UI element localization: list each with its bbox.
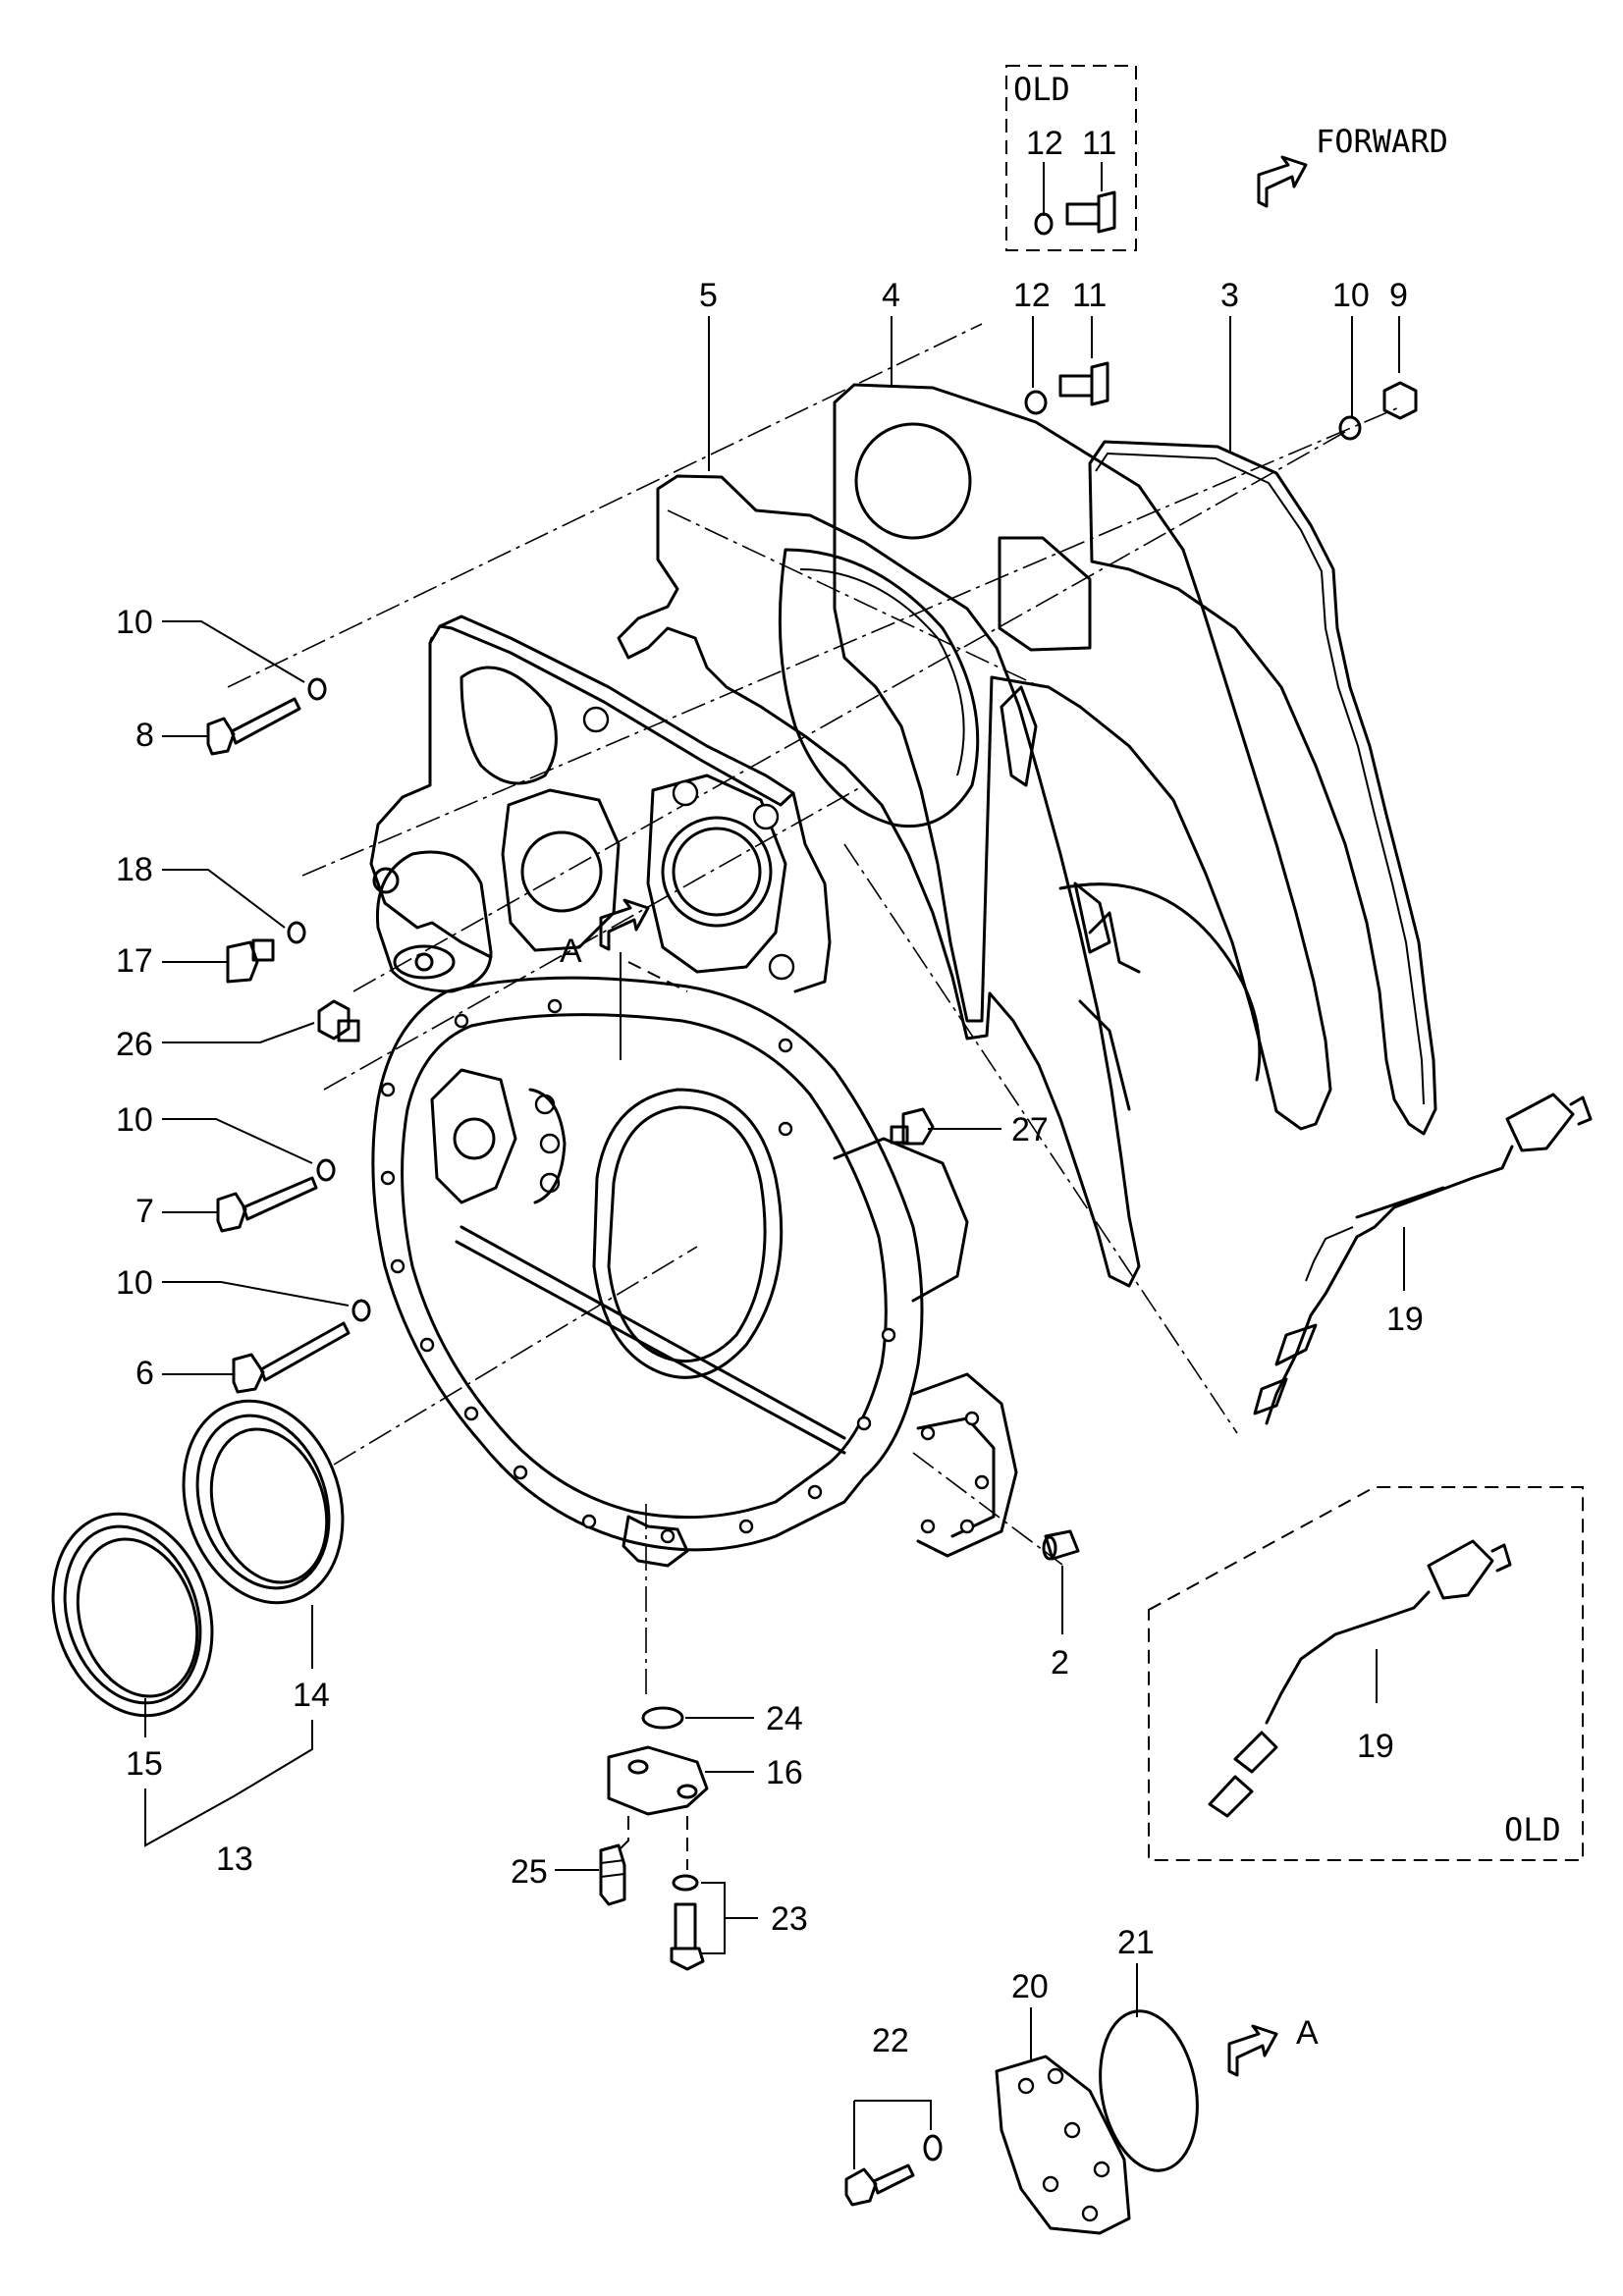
harness-19-old: [1208, 1539, 1512, 1818]
washer-10-b: [316, 1158, 336, 1182]
flywheel-housing-1: [369, 614, 1018, 1568]
callout-7: 7: [135, 1193, 154, 1230]
washer-12: [1024, 390, 1048, 415]
callout-10-c: 10: [116, 1264, 153, 1302]
callout-27: 27: [1011, 1111, 1049, 1148]
callout-11: 11: [1072, 277, 1107, 314]
callout-10-a: 10: [116, 604, 153, 641]
cover-16: [607, 1745, 709, 1816]
bolt-11: [1058, 361, 1109, 406]
callout-25: 25: [511, 1853, 548, 1891]
callout-12-old: 12: [1026, 125, 1063, 162]
bolt-22: [844, 2163, 915, 2207]
gasket-3: [1088, 440, 1437, 1136]
callout-18: 18: [116, 851, 153, 888]
callout-19-old: 19: [1357, 1728, 1394, 1765]
old-right-box: OLD 19: [1148, 1486, 1584, 1861]
callout-24: 24: [766, 1700, 803, 1737]
seal-14: [182, 1399, 345, 1605]
callout-3: 3: [1220, 277, 1239, 314]
bolt-8: [206, 697, 301, 756]
cover-20: [995, 2055, 1131, 2235]
o-ring-21: [1099, 2009, 1199, 2172]
washer-22: [923, 2134, 943, 2162]
washer-10-top: [1338, 415, 1362, 441]
callout-21: 21: [1117, 1924, 1155, 1961]
view-arrow-icon: [599, 898, 650, 951]
callout-20: 20: [1011, 1968, 1049, 2005]
nut-9: [1382, 381, 1418, 420]
washer-18: [287, 921, 306, 944]
view-a-label: A: [560, 933, 582, 970]
callout-19: 19: [1386, 1301, 1424, 1338]
plug-25: [599, 1843, 626, 1906]
o-ring-24: [641, 1706, 684, 1730]
bolt-6: [232, 1321, 351, 1394]
dowel-pin-2: [1042, 1529, 1080, 1561]
old-top-box: OLD 12 11: [1005, 65, 1137, 251]
callout-23: 23: [771, 1900, 808, 1938]
plug-26: [317, 999, 360, 1042]
old-top-label: OLD: [1013, 71, 1070, 108]
bolt-11-old: [1065, 190, 1116, 234]
bolt-7: [216, 1176, 318, 1233]
callout-15: 15: [126, 1745, 163, 1783]
plug-27: [890, 1107, 935, 1146]
callout-6: 6: [135, 1355, 154, 1392]
callout-8: 8: [135, 717, 154, 754]
plug-17: [226, 938, 275, 984]
view-arrow-icon-ref: [1227, 2024, 1278, 2077]
harness-19: [1253, 1093, 1593, 1425]
forward-label: FORWARD: [1316, 123, 1448, 160]
callout-2: 2: [1051, 1644, 1069, 1682]
callout-22: 22: [872, 2022, 909, 2059]
forward-indicator: FORWARD: [1257, 123, 1448, 208]
callout-9: 9: [1389, 277, 1408, 314]
callout-13: 13: [216, 1841, 253, 1878]
callout-5: 5: [699, 277, 718, 314]
gasket-5: [617, 474, 1141, 1288]
washer-23: [672, 1874, 699, 1892]
callout-14: 14: [293, 1677, 330, 1714]
callout-4: 4: [882, 277, 900, 314]
washer-10-c: [352, 1299, 371, 1322]
callout-10-top: 10: [1332, 277, 1370, 314]
callout-11-old: 11: [1082, 125, 1116, 162]
washer-10-a: [307, 677, 327, 701]
callout-16: 16: [766, 1754, 803, 1791]
callout-17: 17: [116, 942, 153, 980]
view-a-ref-label: A: [1296, 2014, 1319, 2052]
callout-26: 26: [116, 1026, 153, 1063]
seal-15: [51, 1512, 214, 1718]
callout-12: 12: [1013, 277, 1051, 314]
forward-arrow-icon: [1257, 155, 1308, 208]
washer-12-old: [1034, 212, 1054, 236]
callout-10-b: 10: [116, 1101, 153, 1139]
old-right-label: OLD: [1504, 1811, 1561, 1848]
callout-group-left: 10 8 18 17 26 10 7: [116, 604, 371, 1394]
bolt-23: [670, 1902, 705, 1971]
